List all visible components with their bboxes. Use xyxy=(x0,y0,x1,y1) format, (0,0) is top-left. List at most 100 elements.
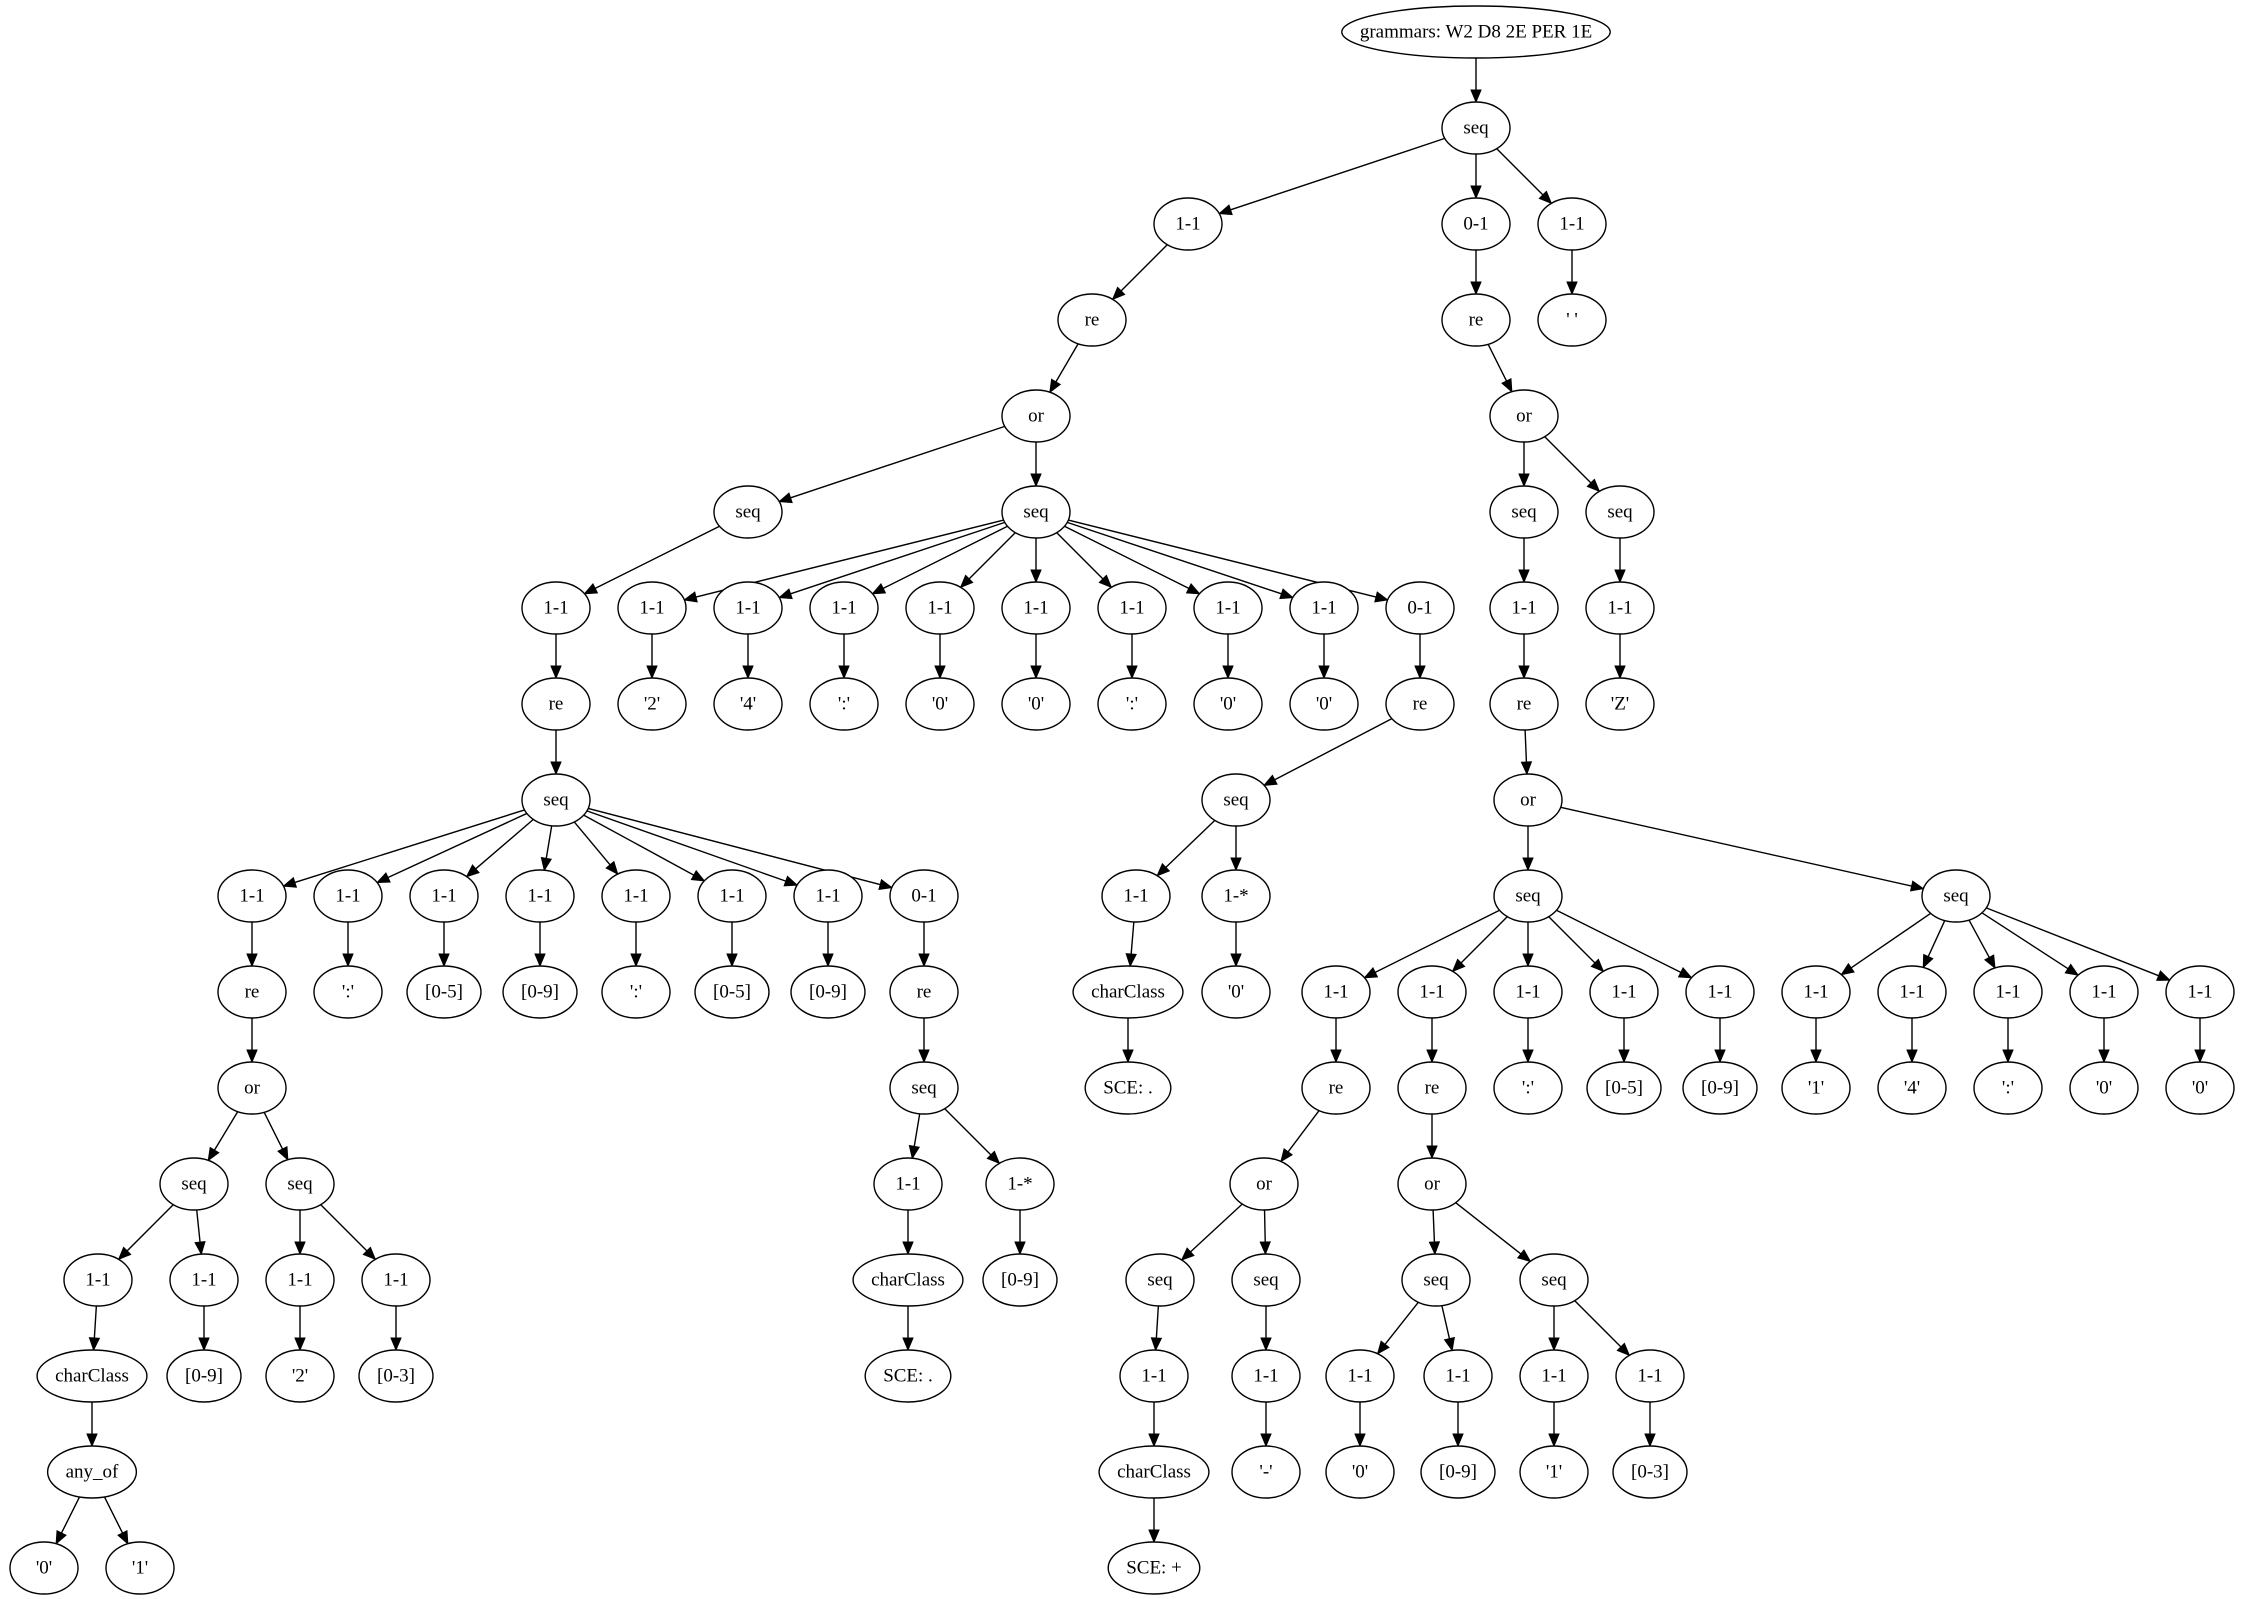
node-label: '4' xyxy=(1904,1078,1920,1099)
node-label: 1-1 xyxy=(239,886,264,907)
node-label: 1-1 xyxy=(1995,982,2020,1003)
tree-edge xyxy=(294,1306,306,1352)
node-label: '0' xyxy=(1228,982,1244,1003)
tree-node: 1-1 xyxy=(1153,197,1223,251)
node-ellipse xyxy=(1301,1061,1371,1115)
tree-node: 1-1 xyxy=(617,581,687,635)
arrowhead-icon xyxy=(246,953,258,968)
arrowhead-icon xyxy=(1111,286,1126,301)
node-label: seq xyxy=(911,1078,937,1099)
tree-node: 1-1 xyxy=(1781,965,1851,1019)
tree-edge xyxy=(1522,922,1534,968)
node-ellipse xyxy=(873,1157,943,1211)
node-label: charClass xyxy=(1091,982,1165,1003)
arrowhead-icon xyxy=(1470,281,1482,296)
arrowhead-icon xyxy=(1548,1337,1560,1352)
node-ellipse xyxy=(1441,101,1511,155)
node-ellipse xyxy=(1519,1253,1589,1307)
edge-line xyxy=(1190,1203,1243,1253)
node-label: 1-1 xyxy=(1023,598,1048,619)
node-ellipse xyxy=(1289,677,1359,731)
node-label: '0' xyxy=(1352,1462,1368,1483)
tree-node: 'Z' xyxy=(1585,677,1655,731)
tree-node: SCE: . xyxy=(864,1349,952,1403)
tree-edge xyxy=(207,1111,239,1162)
node-label: 1-1 xyxy=(735,598,760,619)
node-ellipse xyxy=(2069,965,2139,1019)
arrowhead-icon xyxy=(630,953,642,968)
tree-edge xyxy=(1222,634,1234,680)
node-label: or xyxy=(1028,406,1045,427)
arrowhead-icon xyxy=(1470,185,1482,200)
node-ellipse xyxy=(1119,1349,1189,1403)
node-ellipse xyxy=(1585,677,1655,731)
arrowhead-icon xyxy=(117,1529,129,1545)
edge-line xyxy=(60,1496,81,1534)
node-label: 1-1 xyxy=(1123,886,1148,907)
tree-node: '0' xyxy=(1193,677,1263,731)
edge-line xyxy=(1055,343,1079,383)
tree-node: seq xyxy=(1001,485,1071,539)
tree-node: 1-* xyxy=(985,1157,1055,1211)
node-ellipse xyxy=(1489,677,1559,731)
node-label: 1-1 xyxy=(1253,1366,1278,1387)
arrowhead-icon xyxy=(277,1145,289,1161)
tree-node: seq xyxy=(1401,1253,1471,1307)
arrowhead-icon xyxy=(959,574,974,589)
arrowhead-icon xyxy=(2002,1049,2014,1064)
arrowhead-icon xyxy=(1518,665,1530,680)
tree-node: 1-1 xyxy=(1519,1349,1589,1403)
tree-node: '4' xyxy=(713,677,783,731)
tree-node: SCE: + xyxy=(1107,1541,1201,1595)
node-label: seq xyxy=(1943,886,1969,907)
edge-line xyxy=(1560,806,1912,887)
tree-edge xyxy=(1262,718,1393,786)
tree-node: seq xyxy=(1231,1253,1301,1307)
arrowhead-icon xyxy=(88,1337,101,1352)
node-label: ':' xyxy=(1522,1078,1534,1099)
node-label: 1-1 xyxy=(831,598,856,619)
arrowhead-icon xyxy=(934,665,946,680)
arrowhead-icon xyxy=(1426,1145,1438,1160)
tree-node: seq xyxy=(1489,485,1559,539)
node-label: 1-1 xyxy=(639,598,664,619)
node-ellipse xyxy=(1441,197,1511,251)
tree-node: '2' xyxy=(617,677,687,731)
node-ellipse xyxy=(1781,965,1851,1019)
node-label: or xyxy=(1520,790,1537,811)
node-ellipse xyxy=(713,485,783,539)
node-ellipse xyxy=(1519,1349,1589,1403)
node-ellipse xyxy=(1001,677,1071,731)
arrowhead-icon xyxy=(1520,761,1533,776)
node-label: seq xyxy=(1423,1270,1449,1291)
tree-edge xyxy=(86,1402,98,1448)
tree-edge xyxy=(1426,1114,1438,1160)
arrowhead-icon xyxy=(540,856,553,872)
tree-edge xyxy=(375,812,528,884)
arrowhead-icon xyxy=(986,1150,1001,1165)
node-ellipse xyxy=(1519,1445,1589,1499)
tree-edge xyxy=(1126,634,1138,680)
tree-edge xyxy=(1840,912,1932,976)
arrowhead-icon xyxy=(550,665,562,680)
tree-edge xyxy=(1496,148,1553,205)
node-ellipse xyxy=(1397,965,1467,1019)
node-ellipse xyxy=(1493,869,1563,923)
node-label: seq xyxy=(1515,886,1541,907)
tree-edge xyxy=(1180,1203,1243,1261)
edge-line xyxy=(1432,1209,1436,1243)
arrowhead-icon xyxy=(1538,190,1553,205)
tree-node: 1-1 xyxy=(713,581,783,635)
tree-node: ' ' xyxy=(1537,293,1607,347)
tree-edge xyxy=(1544,436,1601,493)
tree-edge xyxy=(282,809,525,888)
tree-edge xyxy=(777,425,1006,504)
node-label: '0' xyxy=(1028,694,1044,715)
node-label: '-' xyxy=(1259,1462,1272,1483)
arrowhead-icon xyxy=(342,953,354,968)
arrowhead-icon xyxy=(1614,665,1626,680)
tree-edge xyxy=(902,1210,914,1256)
arrowhead-icon xyxy=(1426,1049,1438,1064)
node-ellipse xyxy=(1586,1061,1662,1115)
tree-node: '0' xyxy=(2069,1061,2139,1115)
